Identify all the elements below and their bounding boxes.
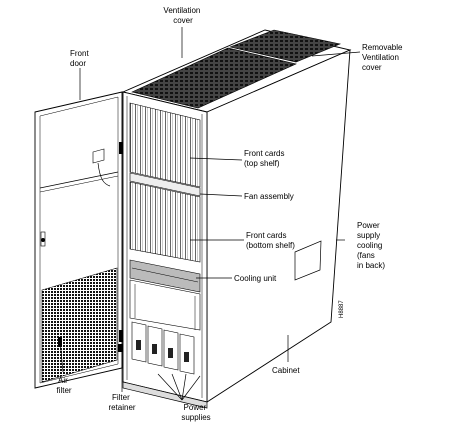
- ventilation-cover-grill: [131, 47, 297, 109]
- cabinet-body: [121, 29, 352, 409]
- label-removable-ventilation-cover: Removable Ventilation cover: [362, 43, 405, 72]
- leader-lines: [59, 27, 361, 401]
- figure-id: H8887: [339, 300, 345, 318]
- removable-ventilation-cover-grill: [228, 29, 342, 63]
- air-filter-mesh: [41, 267, 118, 383]
- power-supply-vent-panel: [294, 240, 322, 281]
- label-cabinet: Cabinet: [272, 366, 300, 375]
- label-cooling-unit: Cooling unit: [234, 274, 277, 283]
- top-card-shelf: [129, 102, 201, 188]
- front-door: [34, 91, 123, 389]
- label-front-cards-bottom: Front cards (bottom shelf): [246, 231, 295, 250]
- bottom-card-shelf: [129, 181, 201, 263]
- label-air-filter: Air filter: [56, 376, 71, 395]
- cabinet-side: [206, 49, 351, 403]
- label-ventilation-cover: Ventilation cover: [163, 6, 202, 25]
- label-power-supplies: Power supplies: [181, 403, 210, 422]
- label-front-cards-top: Front cards (top shelf): [244, 149, 287, 168]
- power-supply-units: [131, 321, 195, 375]
- label-fan-assembly: Fan assembly: [244, 192, 294, 201]
- label-front-door: Front door: [70, 49, 91, 68]
- cooling-unit-block: [129, 259, 201, 293]
- fan-assembly-tray: [129, 172, 201, 197]
- label-power-supply-cooling: Power supply cooling (fans in back): [357, 221, 385, 270]
- label-filter-retainer: Filter retainer: [108, 393, 135, 412]
